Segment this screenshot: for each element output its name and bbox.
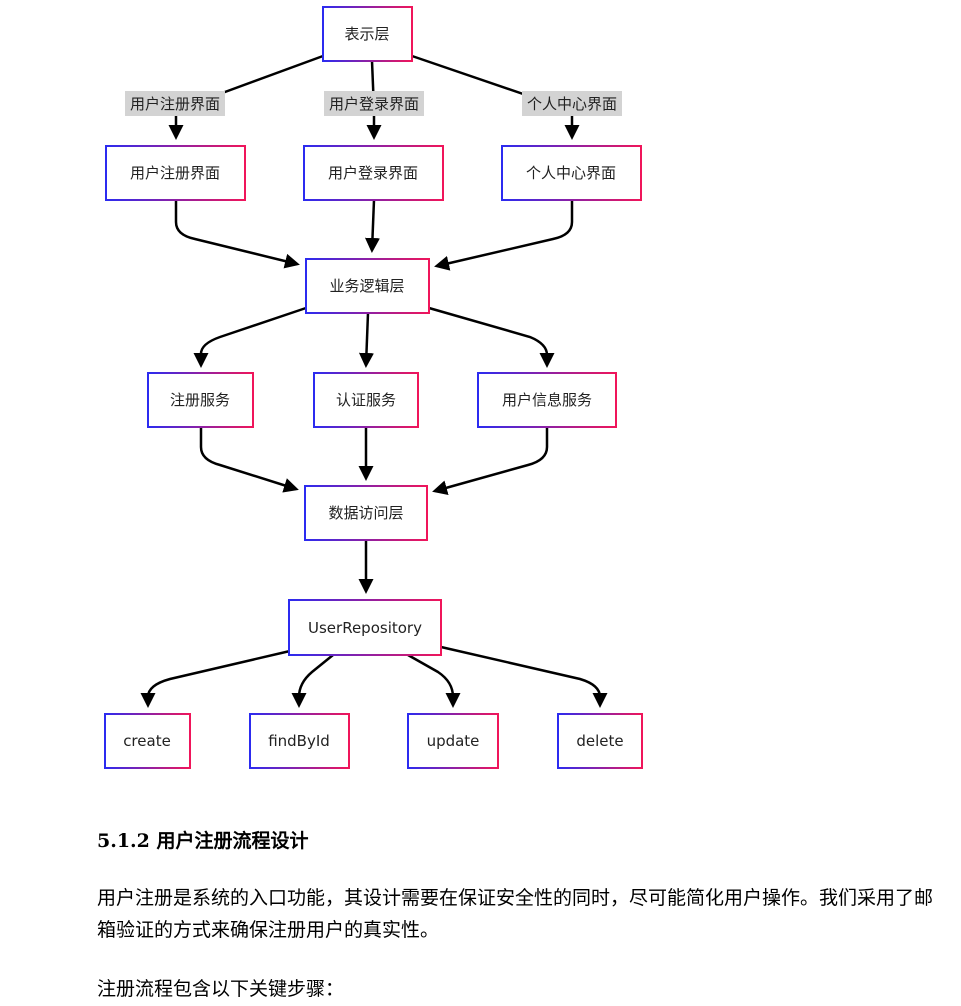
section-heading: 5.1.2 用户注册流程设计 — [97, 830, 309, 852]
svg-text:认证服务: 认证服务 — [336, 391, 396, 409]
svg-text:用户登录界面: 用户登录界面 — [329, 95, 419, 113]
edge-login-business — [364, 199, 380, 253]
svg-text:个人中心界面: 个人中心界面 — [527, 95, 617, 113]
node-user-repository: UserRepository — [288, 599, 442, 656]
node-login-ui: 用户登录界面 — [303, 145, 444, 201]
edge-repository-update — [407, 653, 461, 708]
node-data-access-layer: 数据访问层 — [304, 485, 428, 541]
svg-text:个人中心界面: 个人中心界面 — [526, 164, 616, 182]
node-profile-ui: 个人中心界面 — [501, 145, 642, 201]
svg-text:update: update — [427, 732, 480, 750]
node-findbyid: findById — [249, 713, 350, 769]
svg-text:注册服务: 注册服务 — [170, 391, 230, 409]
svg-text:UserRepository: UserRepository — [308, 619, 422, 637]
node-business-layer: 业务逻辑层 — [305, 258, 430, 314]
edge-userinfo-service-data — [432, 427, 549, 495]
edge-business-auth-service — [358, 312, 374, 368]
svg-text:delete: delete — [576, 732, 623, 750]
edge-label-profile: 个人中心界面 — [522, 91, 622, 116]
edge-label-login: 用户登录界面 — [324, 91, 424, 116]
paragraph-steps-intro: 注册流程包含以下关键步骤： — [97, 978, 345, 1000]
node-auth-service: 认证服务 — [313, 372, 419, 428]
svg-text:用户信息服务: 用户信息服务 — [502, 391, 592, 409]
node-register-ui: 用户注册界面 — [105, 145, 246, 201]
node-presentation-layer: 表示层 — [322, 6, 413, 62]
svg-text:create: create — [123, 732, 171, 750]
node-userinfo-service: 用户信息服务 — [477, 372, 617, 428]
edge-register-business — [174, 200, 300, 269]
node-register-service: 注册服务 — [147, 372, 254, 428]
svg-text:用户注册界面: 用户注册界面 — [130, 95, 220, 113]
architecture-diagram: 用户注册界面 用户登录界面 个人中心界面 表示层 用户注册界面 用户登录界面 个… — [104, 6, 643, 769]
node-update: update — [407, 713, 499, 769]
svg-text:表示层: 表示层 — [344, 25, 389, 43]
edge-register-service-data — [199, 427, 299, 493]
edge-business-register-service — [193, 306, 307, 368]
edge-label-register: 用户注册界面 — [125, 91, 225, 116]
edge-business-userinfo-service — [428, 306, 555, 368]
svg-text:业务逻辑层: 业务逻辑层 — [329, 277, 404, 295]
svg-text:findById: findById — [268, 732, 330, 750]
paragraph-intro: 用户注册是系统的入口功能，其设计需要在保证安全性的同时，尽可能简化用户操作。我们… — [97, 887, 934, 941]
svg-text:用户登录界面: 用户登录界面 — [328, 164, 418, 182]
svg-text:用户注册界面: 用户注册界面 — [130, 164, 220, 182]
edge-repository-delete — [440, 645, 608, 708]
edge-profile-business — [434, 200, 574, 271]
node-delete: delete — [557, 713, 643, 769]
node-create: create — [104, 713, 191, 769]
svg-text:数据访问层: 数据访问层 — [328, 504, 403, 522]
edge-repository-create — [140, 649, 291, 708]
diagram-edges — [140, 54, 608, 708]
edge-repository-findbyid — [291, 654, 334, 708]
